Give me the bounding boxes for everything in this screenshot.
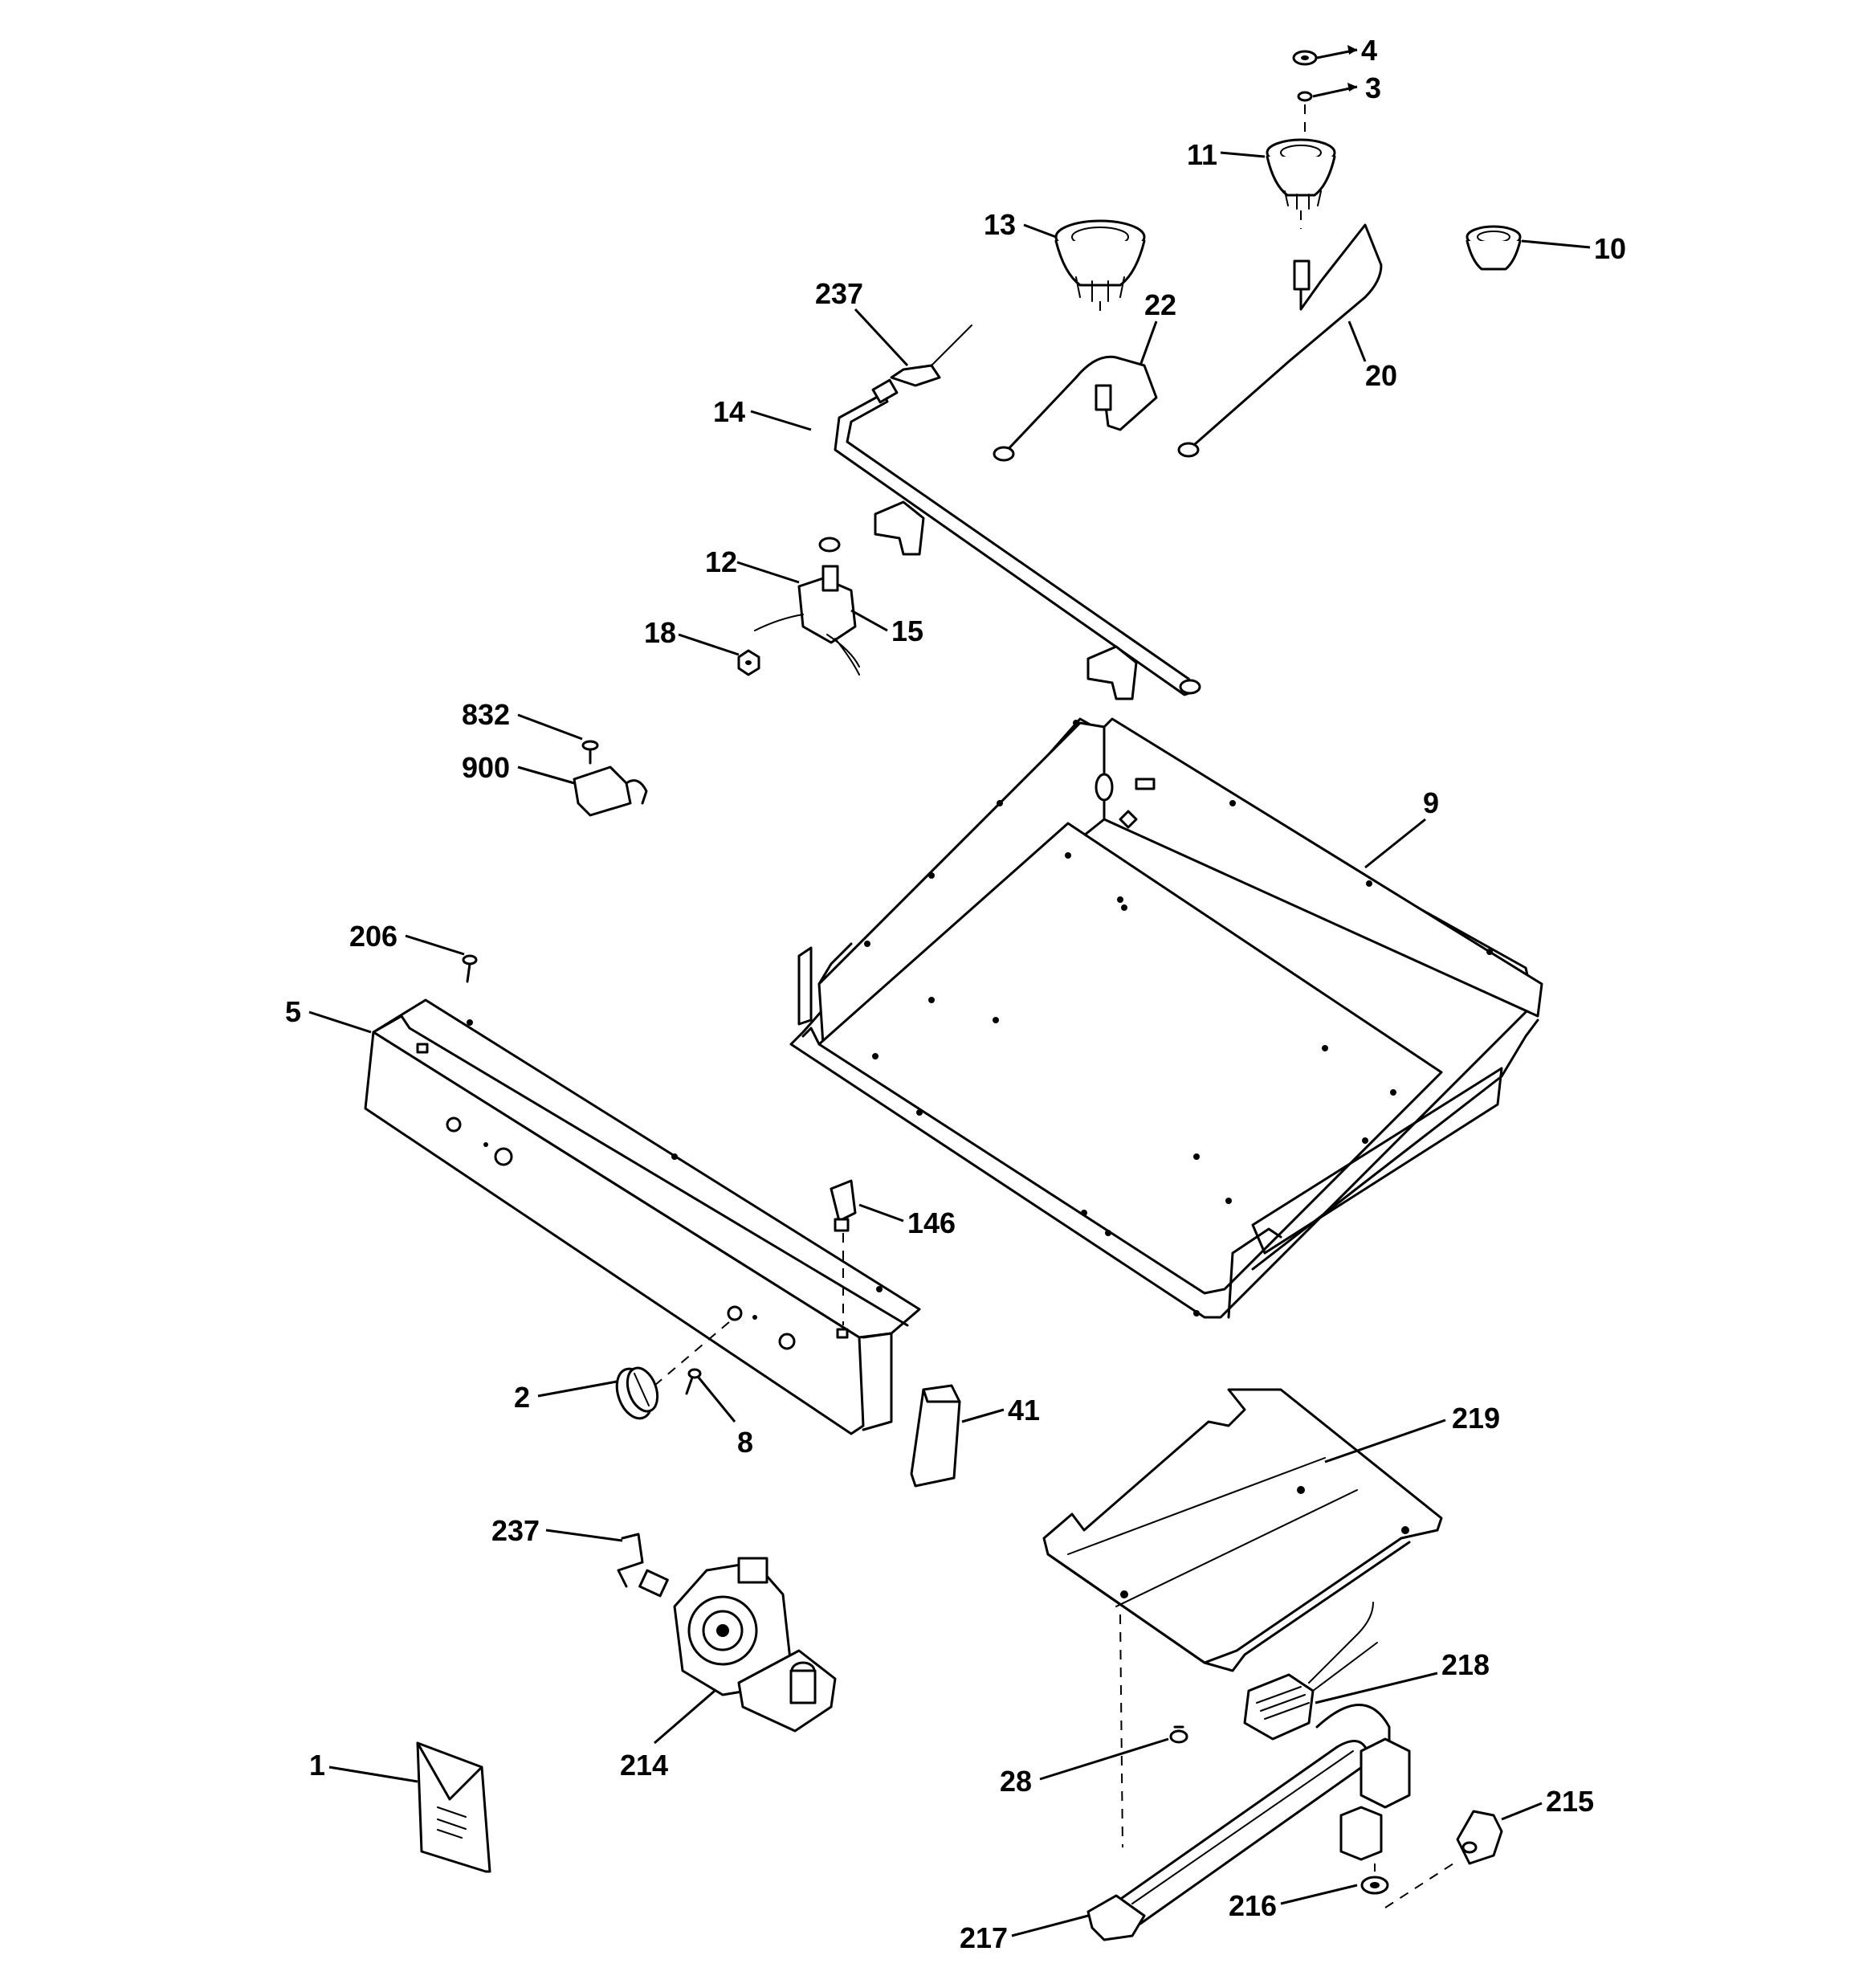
leader-lines [308, 45, 1591, 1937]
tray-holes [864, 720, 1493, 1316]
part-4-nut [1292, 50, 1318, 66]
callout-219: 219 [1452, 1402, 1500, 1435]
callout-28: 28 [1000, 1765, 1032, 1798]
callout-216: 216 [1229, 1889, 1277, 1922]
part-11-burner-top [1266, 138, 1336, 229]
callout-22: 22 [1144, 288, 1176, 321]
callout-215: 215 [1546, 1785, 1594, 1818]
callout-1: 1 [309, 1749, 325, 1782]
callout-206: 206 [349, 920, 397, 953]
callout-214: 214 [620, 1749, 668, 1782]
part-22-burner-tube [993, 355, 1158, 462]
part-2-knob [615, 1316, 736, 1420]
callout-13: 13 [984, 208, 1016, 241]
part-5-manifold-panel [364, 998, 921, 1435]
callout-20: 20 [1365, 359, 1397, 392]
part-20-burner-tube [1177, 223, 1383, 458]
part-41-cover [910, 1384, 961, 1488]
callout-8: 8 [737, 1426, 753, 1459]
part-12-igniter [754, 537, 860, 676]
part-237-orifice-fitting-top [871, 325, 972, 404]
part-219-shield [1042, 1388, 1443, 1848]
part-10-burner-right [1466, 225, 1522, 271]
callout-4: 4 [1361, 34, 1377, 67]
callout-15: 15 [891, 614, 923, 647]
callout-2: 2 [514, 1381, 530, 1414]
part-237-fitting-bottom [617, 1533, 669, 1598]
part-216-nut-and-igniter [1339, 1737, 1454, 1908]
part-218-igniter-module [1243, 1602, 1378, 1741]
part-1-literature-envelope [416, 1741, 491, 1873]
part-217-oven-burner [1086, 1704, 1391, 1941]
part-146-clip [830, 1179, 857, 1325]
callout-217: 217 [960, 1921, 1008, 1954]
callout-900: 900 [462, 751, 510, 784]
callout-18: 18 [644, 616, 676, 649]
callout-9: 9 [1423, 786, 1439, 819]
part-9-burner-box [789, 717, 1543, 1319]
callout-3: 3 [1365, 71, 1381, 104]
part-8-screw [685, 1368, 702, 1395]
callout-146: 146 [907, 1206, 956, 1239]
callout-11: 11 [1187, 138, 1217, 171]
part-832-screw [581, 740, 599, 765]
callout-14: 14 [713, 395, 745, 428]
part-13-burner-left [1054, 219, 1146, 317]
callout-237-bottom: 237 [491, 1514, 540, 1547]
callout-12: 12 [705, 545, 737, 578]
callout-832: 832 [462, 698, 510, 731]
callout-labels: 4 3 11 13 10 237 22 20 14 12 15 18 832 9… [285, 34, 1626, 1954]
part-18-nut [737, 649, 760, 676]
part-900-bracket [573, 765, 648, 817]
callout-5: 5 [285, 995, 301, 1028]
part-214-valve [673, 1557, 837, 1733]
callout-237-top: 237 [815, 277, 863, 310]
callout-10: 10 [1594, 232, 1626, 265]
callout-218: 218 [1441, 1648, 1490, 1681]
part-28-nut [1169, 1725, 1188, 1744]
part-14-manifold-pipe [834, 392, 1201, 700]
part-3-screw [1297, 91, 1313, 133]
part-206-screw [462, 954, 478, 983]
part-215-bracket [1456, 1810, 1503, 1865]
callout-41: 41 [1008, 1394, 1040, 1427]
